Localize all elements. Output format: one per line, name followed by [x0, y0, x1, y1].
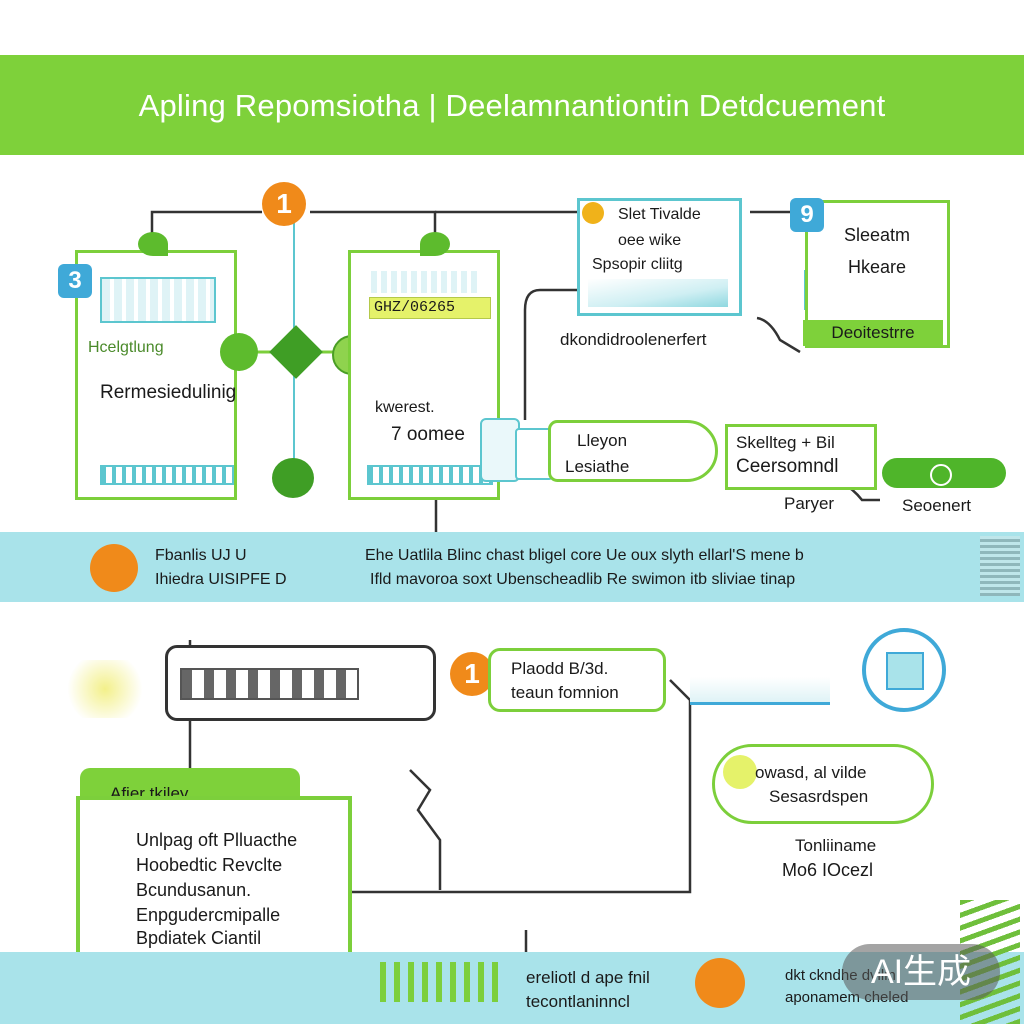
mid-right-line-2: Lesiathe: [565, 457, 630, 476]
header-bar: [0, 55, 1024, 155]
folder-line: Bcundusanun.: [136, 880, 252, 900]
folder-line: Bpdiatek Ciantil: [136, 928, 262, 948]
window-icon: [862, 628, 946, 712]
code-strip: GHZ/06265: [369, 297, 491, 319]
upper-right-caption: dkondidroolenerfert: [560, 330, 707, 349]
gear-icon: [930, 464, 952, 486]
right-caption-line-1: Tonliiname: [795, 836, 877, 855]
doc-icon: [582, 202, 604, 224]
folder-line: Hoobedtic Revclte: [136, 855, 283, 875]
right-pill: owasd, al vilde Sesasrdspen: [712, 744, 934, 824]
band-left-line-1: Fbanlis UJ U: [155, 547, 247, 564]
folder-line: Enpgudercmipalle: [136, 905, 281, 925]
upper-right-line-2: oee wike: [618, 232, 682, 249]
callout-line-2: teaun fomnion: [511, 683, 619, 702]
device-icon: [480, 418, 520, 482]
input-strip: [165, 645, 436, 721]
far-right-line-1: Sleeatm: [844, 225, 911, 245]
center-panel: GHZ/06265 kwerest. 7 oomee: [348, 250, 500, 500]
callout-line-1: Plaodd B/3d.: [511, 659, 609, 678]
step-number-badge: 1: [450, 652, 494, 696]
node-label: Seoenert: [902, 496, 971, 515]
plant-icon: [138, 232, 168, 256]
band-edge-graphic: [980, 536, 1020, 596]
wave-graphic: [690, 660, 830, 705]
right-caption-line-2: Mo6 IOcezl: [782, 860, 874, 880]
panel-header-strip: [371, 271, 481, 293]
far-right-tag: Deoitestrre: [803, 320, 943, 346]
target-icon: [723, 755, 757, 789]
crowd-icon: [60, 660, 150, 718]
panel-label-main: Rermesiedulinig: [100, 382, 237, 403]
footer-center-line-2: tecontlaninncl: [526, 992, 630, 1011]
band-right-line-2: Ifld mavoroa soxt Ubenscheadlib Re swimo…: [370, 571, 796, 588]
plant-icon: [420, 232, 450, 256]
key-strip: [180, 668, 359, 700]
orange-person-icon: [695, 958, 745, 1008]
folder-line: Unlpag oft Plluacthe: [136, 830, 298, 850]
page-title: Apling Repomsiotha | Deelamnantiontin De…: [138, 88, 886, 123]
right-box-line-2: Ceersomndl: [736, 456, 839, 477]
band-left-line-2: Ihiedra UISIPFE D: [155, 571, 287, 588]
info-band: [0, 532, 1024, 602]
right-box-caption: Paryer: [784, 494, 835, 513]
mid-right-line-1: Lleyon: [577, 431, 628, 450]
far-right-line-2: Hkeare: [848, 257, 907, 277]
orange-person-icon: [90, 544, 138, 592]
chart-area-graphic: [588, 279, 728, 307]
upper-right-line-3: Spsopir cliitg: [592, 256, 683, 273]
center-line-2: 7 oomee: [391, 424, 465, 445]
right-pill-line-2: Sesasrdspen: [769, 787, 869, 806]
footer-decoration: [380, 962, 500, 1002]
step-number-badge: 1: [262, 182, 306, 226]
panel-number-badge: 9: [790, 198, 824, 232]
watermark-badge: AI生成: [842, 944, 1000, 1000]
lower-callout: Plaodd B/3d. teaun fomnion: [488, 648, 666, 712]
tablet-icon: [515, 428, 553, 480]
panel-number-badge: 3: [58, 264, 92, 298]
mid-right-pill: Lleyon Lesiathe: [548, 420, 718, 482]
band-right-line-1: Ehe Uatlila Blinc chast bligel core Ue o…: [365, 547, 804, 564]
panel-strip: [367, 465, 493, 485]
right-box: Skellteg + Bil Ceersomndl: [725, 424, 877, 490]
footer-center-line-1: ereliotl d ape fnil: [526, 968, 650, 987]
globe-icon: [272, 458, 314, 498]
panel-thumbnail: [100, 277, 216, 323]
upper-right-panel: Slet Tivalde oee wike Spsopir cliitg: [577, 198, 742, 316]
left-panel: Hcelgtlung Rermesiedulinig: [75, 250, 237, 500]
node-circle: [220, 333, 258, 371]
right-pill-line-1: owasd, al vilde: [755, 763, 867, 782]
upper-right-line-1: Slet Tivalde: [618, 206, 701, 223]
node-capsule: [882, 458, 1006, 488]
panel-strip: [100, 465, 234, 485]
panel-label-top: Hcelgtlung: [88, 339, 164, 356]
center-line-1: kwerest.: [375, 399, 435, 416]
right-box-line-1: Skellteg + Bil: [736, 433, 835, 452]
